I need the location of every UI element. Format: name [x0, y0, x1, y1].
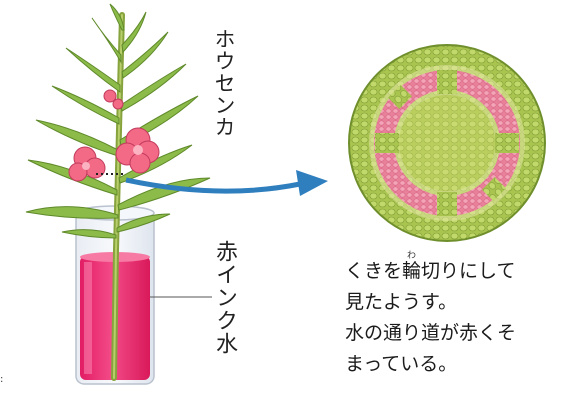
- red-ink-water-label: 赤インク水: [212, 240, 237, 355]
- arrow-to-section: [125, 170, 328, 196]
- plant-flowers: [68, 89, 160, 182]
- stem-cross-section: [348, 44, 546, 242]
- ruby-wa: 輪わ: [402, 251, 422, 282]
- caption-line-3: 水の通り道が赤くそ: [345, 322, 517, 344]
- caption-line-4: まっている。: [345, 353, 458, 375]
- plant-name-label: ホウセンカ: [212, 28, 236, 138]
- plant-stem: [111, 12, 125, 381]
- caption-line-1-after: 切りにして: [421, 260, 516, 282]
- section-caption: くきを輪わ切りにして 見たようす。 水の通り道が赤くそ まっている。: [345, 251, 516, 380]
- caption-line-2: 見たようす。: [345, 291, 458, 313]
- caption-line-1-before: くきを: [345, 260, 403, 282]
- ruby-base: 輪: [402, 260, 422, 282]
- edge-mark: :: [0, 374, 3, 385]
- ruby-reading: わ: [402, 251, 422, 261]
- caption-line-1: くきを輪わ切りにして: [345, 251, 516, 287]
